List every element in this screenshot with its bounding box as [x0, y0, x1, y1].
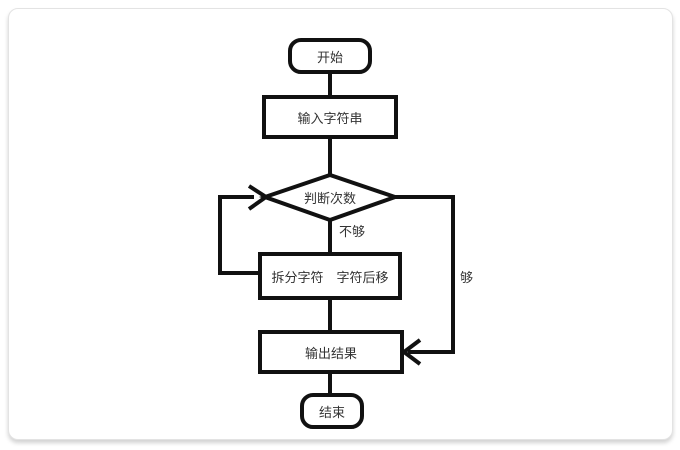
node-output-result-label: 输出结果 [304, 346, 357, 362]
node-start-label: 开始 [316, 50, 343, 66]
node-output-result: 输出结果 [258, 330, 404, 374]
node-input-string-label: 输入字符串 [297, 111, 363, 127]
branch-label-not-enough: 不够 [339, 225, 366, 240]
node-decision-label-wrap: 判断次数 [265, 176, 395, 218]
edge-loop-split-to-decision [218, 195, 258, 275]
node-decision-label: 判断次数 [303, 191, 356, 207]
branch-label-enough: 够 [460, 271, 474, 286]
decision-diamond-shape [258, 172, 402, 223]
node-split-chars-label: 拆分字符 字符后移 [271, 270, 389, 286]
edge-decision-to-output-enough [395, 195, 455, 354]
node-input-string: 输入字符串 [262, 95, 398, 139]
node-start: 开始 [288, 38, 372, 74]
node-end-label: 结束 [318, 405, 345, 421]
node-split-chars: 拆分字符 字符后移 [258, 252, 402, 300]
node-end: 结束 [300, 393, 364, 429]
arrowhead-into-output-icon [400, 338, 422, 366]
